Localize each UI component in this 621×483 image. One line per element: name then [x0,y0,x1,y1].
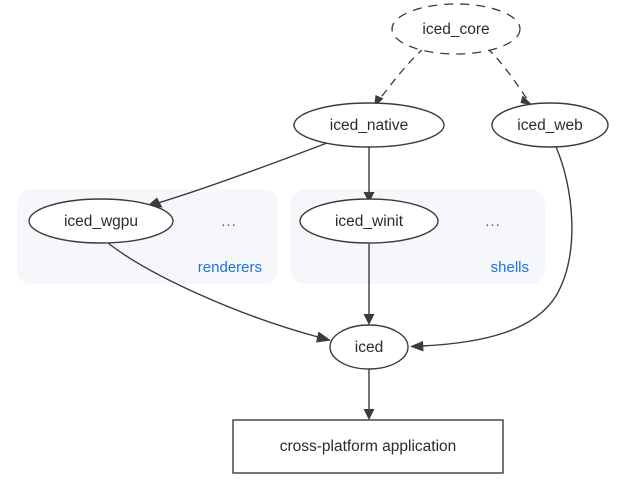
application-label: cross-platform application [280,438,457,455]
node-iced_web[interactable]: iced_web [491,102,609,148]
iced_wgpu-label: iced_wgpu [64,213,138,230]
arrowhead-iced_winit-to-iced [363,314,375,325]
cluster-label-shells: shells [491,259,529,276]
iced-label: iced [355,339,383,356]
iced_winit-ellipse [299,198,439,244]
edge-iced_core-to-iced_web [486,47,528,100]
node-iced_wgpu[interactable]: iced_wgpu [28,198,174,244]
application-rectangle [232,419,504,474]
node-iced[interactable]: iced [329,324,409,370]
edge-iced_core-to-iced_native [378,47,425,101]
iced_native-ellipse [293,102,445,148]
iced_web-label: iced_web [517,117,583,134]
iced-ellipse [329,324,409,370]
renderers-ellipsis: ... [221,213,237,230]
iced_native-label: iced_native [330,117,408,134]
iced_winit-label: iced_winit [335,213,404,230]
node-cross-platform-application[interactable]: cross-platform application [232,419,504,474]
edge-iced_native-to-iced_wgpu [157,142,328,204]
edge-iced_web-to-iced [421,146,573,347]
arrowhead-iced_web-to-iced [410,341,424,352]
edge-iced_wgpu-to-iced [107,242,319,338]
node-iced_native[interactable]: iced_native [293,102,445,148]
iced_wgpu-ellipse [28,198,174,244]
arrowhead-iced_core-to-iced_web [520,95,533,106]
iced_core-label: iced_core [422,21,489,38]
shells-ellipsis: ... [485,213,501,230]
iced_web-ellipse [491,102,609,148]
iced_core-ellipse [391,3,521,55]
arrowhead-iced-to-application [363,409,375,420]
cluster-label-renderers: renderers [198,259,262,276]
arrowhead-iced_wgpu-to-iced [316,331,331,343]
node-iced_core[interactable]: iced_core [391,3,521,55]
arrowhead-iced_native-to-iced_winit [363,192,375,203]
node-iced_winit[interactable]: iced_winit [299,198,439,244]
